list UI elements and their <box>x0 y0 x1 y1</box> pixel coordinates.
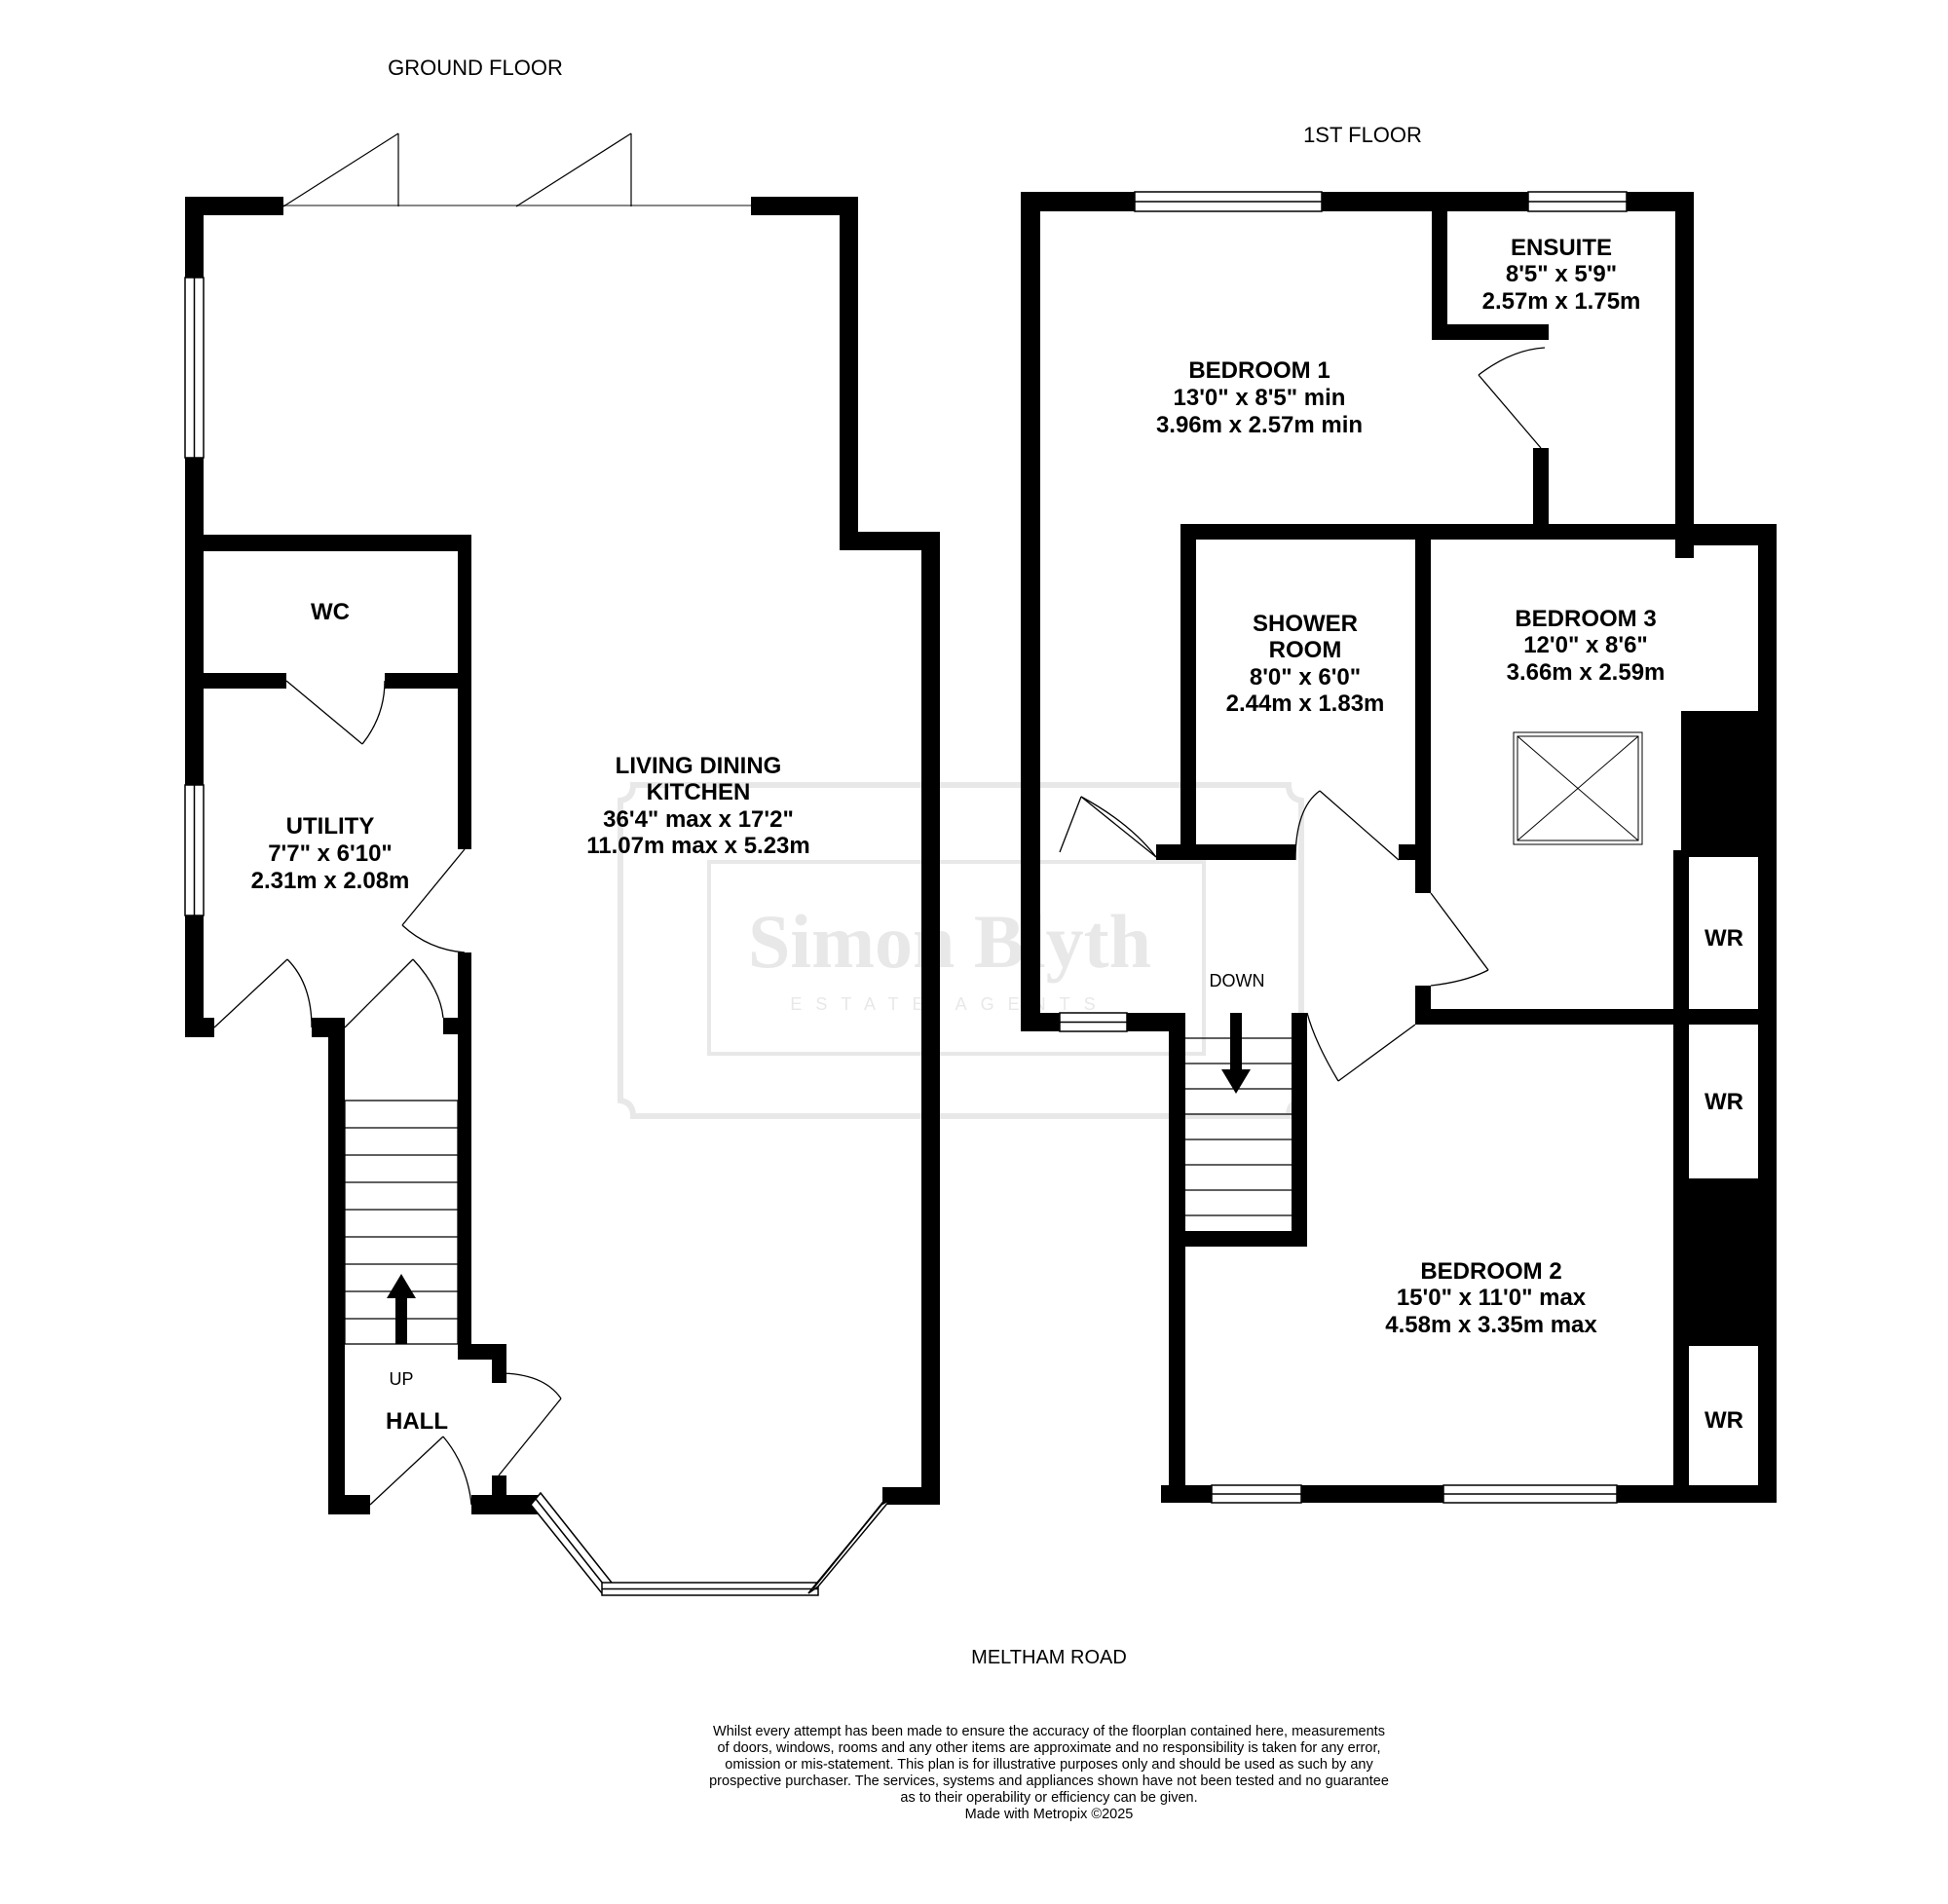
loft-hatch-icon <box>1513 731 1643 845</box>
road-name: MELTHAM ROAD <box>971 1647 1127 1668</box>
utility-dim-metric: 2.31m x 2.08m <box>251 868 410 894</box>
wardrobe-label: WR <box>1704 925 1743 952</box>
watermark-tagline: ESTATE AGENTS <box>790 994 1108 1014</box>
ensuite-dim-metric: 2.57m x 1.75m <box>1482 288 1641 315</box>
hall-name: HALL <box>386 1408 448 1435</box>
first-floor-title: 1ST FLOOR <box>1303 123 1422 147</box>
bedroom2-dim-imperial: 15'0" x 11'0" max <box>1397 1285 1587 1311</box>
bedroom1-dim-imperial: 13'0" x 8'5" min <box>1174 385 1346 411</box>
stairs-down-label: DOWN <box>1210 971 1265 990</box>
disclaimer-line: Whilst every attempt has been made to en… <box>713 1724 1385 1739</box>
first-floor <box>1021 191 1777 1504</box>
ground-windows <box>184 277 205 916</box>
living-name-line1: LIVING DINING <box>616 753 782 779</box>
shower-name-line1: SHOWER <box>1253 611 1358 637</box>
watermark-name: Simon Blyth <box>748 899 1151 984</box>
disclaimer-line: Made with Metropix ©2025 <box>965 1807 1134 1822</box>
disclaimer-line: of doors, windows, rooms and any other i… <box>717 1740 1380 1756</box>
disclaimer-line: prospective purchaser. The services, sys… <box>709 1773 1389 1789</box>
ensuite-name: ENSUITE <box>1511 235 1612 261</box>
disclaimer-line: omission or mis-statement. This plan is … <box>725 1757 1373 1773</box>
bedroom2-dim-metric: 4.58m x 3.35m max <box>1385 1312 1597 1338</box>
ground-doors <box>213 680 562 1506</box>
utility-name: UTILITY <box>286 813 375 840</box>
living-dim-metric: 11.07m max x 5.23m <box>586 833 810 859</box>
wardrobe-label: WR <box>1704 1089 1743 1115</box>
shower-dim-imperial: 8'0" x 6'0" <box>1250 664 1361 691</box>
first-doors <box>1059 347 1546 1082</box>
watermark: Simon Blyth ESTATE AGENTS <box>618 782 1304 1119</box>
ensuite-dim-imperial: 8'5" x 5'9" <box>1506 261 1617 287</box>
first-windows <box>1059 191 1628 1504</box>
stairs-up-label: UP <box>389 1369 413 1389</box>
first-walls <box>1021 192 1777 1503</box>
bedroom3-dim-metric: 3.66m x 2.59m <box>1507 659 1666 686</box>
wardrobe-label: WR <box>1704 1407 1743 1434</box>
utility-dim-imperial: 7'7" x 6'10" <box>268 840 393 867</box>
ground-floor <box>184 132 940 1596</box>
bifold-doors <box>282 132 751 207</box>
bedroom1-dim-metric: 3.96m x 2.57m min <box>1156 412 1363 438</box>
stairs-up <box>344 1100 459 1345</box>
disclaimer: Whilst every attempt has been made to en… <box>709 1724 1389 1822</box>
ground-floor-title: GROUND FLOOR <box>388 56 563 80</box>
bedroom3-name: BEDROOM 3 <box>1515 606 1656 632</box>
bay-window <box>530 1491 891 1596</box>
stairs-down <box>1185 1013 1292 1216</box>
bedroom2-name: BEDROOM 2 <box>1420 1258 1561 1285</box>
wc-name: WC <box>311 599 350 625</box>
bedroom1-name: BEDROOM 1 <box>1188 357 1330 384</box>
bedroom3-dim-imperial: 12'0" x 8'6" <box>1523 632 1648 658</box>
shower-name-line2: ROOM <box>1269 637 1342 663</box>
living-name-line2: KITCHEN <box>647 779 751 805</box>
shower-dim-metric: 2.44m x 1.83m <box>1226 691 1385 717</box>
disclaimer-line: as to their operability or efficiency ca… <box>900 1790 1197 1806</box>
living-dim-imperial: 36'4" max x 17'2" <box>603 806 794 833</box>
ground-walls <box>185 197 940 1514</box>
